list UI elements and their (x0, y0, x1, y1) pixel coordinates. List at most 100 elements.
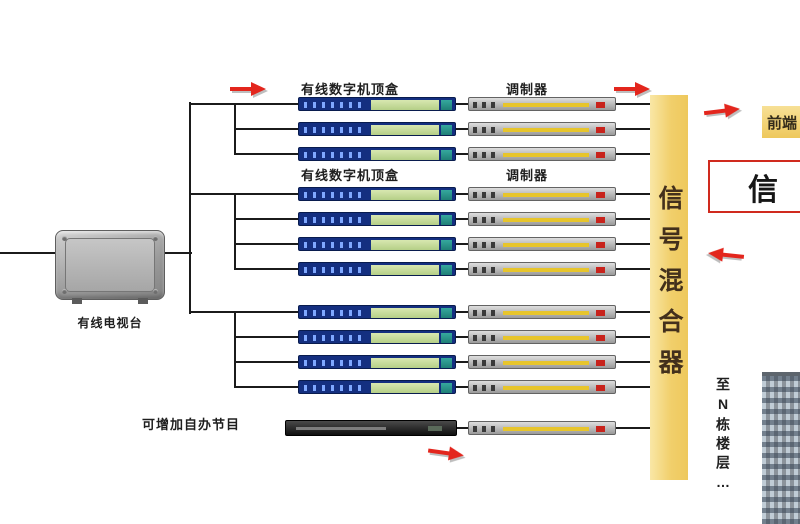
modulator-stripe (503, 128, 589, 132)
self-program-label: 可增加自办节目 (142, 417, 241, 432)
modulator-red-indicator (596, 267, 605, 273)
branch-cable (234, 311, 236, 388)
modulator-to-mixer-cable (616, 268, 650, 270)
stb-panel (371, 240, 439, 250)
flow-arrow-bottom (427, 444, 465, 463)
modulator-stripe (503, 311, 589, 315)
stb-panel (371, 125, 439, 135)
stb-cap (441, 240, 452, 250)
modulator-to-mixer-cable (616, 193, 650, 195)
modulator-stripe (503, 268, 589, 272)
signal-mixer: 信号混合器 (650, 95, 688, 480)
set-top-box (298, 122, 456, 136)
flow-arrow-top-left (230, 82, 266, 96)
stb-to-modulator-cable (456, 153, 468, 155)
stb-panel (371, 333, 439, 343)
flow-arrow-to-frontend (703, 101, 741, 120)
modulator-red-indicator (596, 426, 605, 432)
stb-panel (371, 308, 439, 318)
front-end-box: 前端 (762, 106, 800, 138)
stb-to-modulator-cable (456, 193, 468, 195)
stb-to-modulator-cable (456, 336, 468, 338)
modulator-knobs (473, 217, 499, 223)
arrow-shaft (721, 252, 745, 259)
to-floors-label: 至N栋楼层… (715, 377, 731, 495)
modulator-device (468, 262, 616, 276)
modulator-knobs (473, 426, 499, 432)
modulator-device (468, 122, 616, 136)
stb-group1-label: 有线数字机顶盒 (301, 82, 400, 97)
stb-cap (441, 215, 452, 225)
stb-cap (441, 358, 452, 368)
branch-cable (189, 311, 298, 313)
modulator-knobs (473, 310, 499, 316)
modulator-knobs (473, 267, 499, 273)
modulator-knobs (473, 102, 499, 108)
modulator-to-mixer-cable (616, 336, 650, 338)
set-top-box (298, 355, 456, 369)
signal-partial-box: 信 (708, 160, 800, 213)
branch-cable (234, 193, 236, 270)
arrow-shaft (703, 108, 727, 116)
arrow-head-icon (251, 82, 266, 96)
bolt-icon (62, 236, 67, 241)
set-top-box (298, 237, 456, 251)
set-top-box (298, 305, 456, 319)
stb-display (304, 360, 366, 366)
row-cable (234, 268, 298, 270)
stb-display (304, 127, 366, 133)
set-top-box (298, 187, 456, 201)
modulator-stripe (503, 427, 589, 431)
modulator-device (468, 330, 616, 344)
modulator-red-indicator (596, 127, 605, 133)
stb-display (304, 192, 366, 198)
stb-panel (371, 215, 439, 225)
row-cable (234, 336, 298, 338)
stb-group2-label: 有线数字机顶盒 (301, 168, 400, 183)
stb-to-modulator-cable (456, 103, 468, 105)
modulator-device (468, 212, 616, 226)
bolt-icon (153, 236, 158, 241)
row-cable (234, 153, 298, 155)
stb-display (304, 217, 366, 223)
modulator-to-mixer-cable (616, 427, 650, 429)
stb-cap (441, 150, 452, 160)
arrow-head-icon (635, 82, 650, 96)
modulator-to-mixer-cable (616, 218, 650, 220)
set-top-box (298, 262, 456, 276)
modulator-stripe (503, 193, 589, 197)
arrow-head-icon (707, 246, 724, 262)
set-top-box (298, 97, 456, 111)
modulator-red-indicator (596, 335, 605, 341)
arrow-shaft (614, 87, 636, 91)
stb-display (304, 310, 366, 316)
stb-display (304, 242, 366, 248)
row-cable (234, 361, 298, 363)
modulator-knobs (473, 242, 499, 248)
modulator-to-mixer-cable (616, 128, 650, 130)
feed-cable (0, 252, 56, 254)
flow-arrow-top-right (614, 82, 650, 96)
stb-to-modulator-cable (456, 243, 468, 245)
modulator-device (468, 237, 616, 251)
branch-cable (189, 193, 298, 195)
modulator-device (468, 380, 616, 394)
modulator-stripe (503, 386, 589, 390)
modulator-red-indicator (596, 310, 605, 316)
modulator-red-indicator (596, 242, 605, 248)
front-end-label: 前端 (767, 114, 798, 132)
row-cable (234, 386, 298, 388)
row-cable (234, 243, 298, 245)
set-top-box (298, 330, 456, 344)
set-top-box (298, 380, 456, 394)
set-top-box (298, 212, 456, 226)
connector-port (138, 298, 148, 304)
modulator-device (468, 187, 616, 201)
signal-partial-label: 信 (748, 173, 778, 207)
stb-to-modulator-cable (456, 361, 468, 363)
modulator-red-indicator (596, 217, 605, 223)
self-program-player (285, 420, 457, 436)
set-top-box (298, 147, 456, 161)
modulator-device (468, 421, 616, 435)
